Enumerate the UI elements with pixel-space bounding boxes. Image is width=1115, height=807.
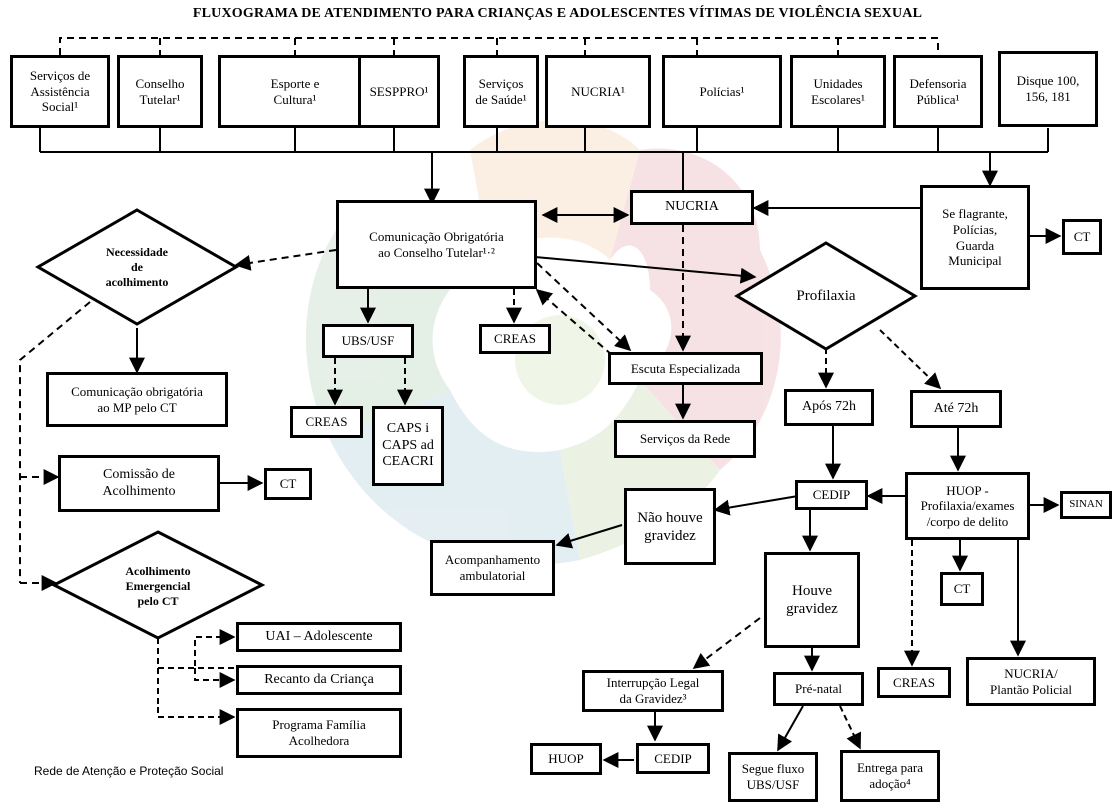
node-conselho-tutelar: Conselho Tutelar¹ [117,55,203,128]
node-apos-72h: Após 72h [784,389,874,426]
node-sinan: SINAN [1060,491,1112,519]
node-creas-huop: CREAS [877,667,951,698]
node-nucria: NUCRIA [630,190,754,225]
label-acolhimento-emergencial: Acolhimento Emergencial pelo CT [125,563,191,608]
node-policias: Polícias¹ [662,55,782,128]
node-segue-fluxo-ubs: Segue fluxo UBS/USF [728,752,818,802]
node-interrupcao-legal-gravidez: Interrupção Legal da Gravidez³ [582,670,724,712]
node-comunicacao-mp: Comunicação obrigatória ao MP pelo CT [46,372,228,427]
node-entrega-adocao: Entrega para adoção⁴ [840,750,940,802]
decision-necessidade-acolhimento [34,208,240,326]
decision-profilaxia [734,241,918,351]
node-sesppro: SESPPRO¹ [358,55,440,128]
node-servicos-saude: Serviços de Saúde¹ [463,55,539,128]
node-comunicacao-conselho-tutelar: Comunicação Obrigatória ao Conselho Tute… [336,200,537,289]
node-huop-profilaxia: HUOP - Profilaxia/exames /corpo de delit… [905,472,1030,540]
node-ct-huop: CT [940,572,984,606]
node-esporte-cultura: Esporte e Cultura¹ [218,55,372,128]
node-escuta-especializada: Escuta Especializada [608,352,763,385]
node-flagrante-policias-guarda: Se flagrante, Polícias, Guarda Municipal [920,185,1030,290]
label-profilaxia: Profilaxia [796,287,856,304]
node-comissao-acolhimento: Comissão de Acolhimento [58,455,220,512]
footer-note: Rede de Atenção e Proteção Social [34,764,224,778]
decision-acolhimento-emergencial [50,530,266,640]
node-nucria-top: NUCRIA¹ [545,55,651,128]
label-necessidade-acolhimento: Necessidade de acolhimento [105,244,169,289]
flowchart-title: FLUXOGRAMA DE ATENDIMENTO PARA CRIANÇAS … [192,6,923,21]
node-uai-adolescente: UAI – Adolescente [236,622,402,652]
node-disque: Disque 100, 156, 181 [998,51,1098,127]
node-defensoria-publica: Defensoria Pública¹ [893,55,983,128]
node-servicos-assistencia-social: Serviços de Assistência Social¹ [10,55,110,128]
node-pre-natal: Pré-natal [773,672,864,706]
node-nao-houve-gravidez: Não houve gravidez [624,488,716,565]
node-caps-ceacri: CAPS i CAPS ad CEACRI [372,406,444,486]
top-bus-drops [39,128,1049,152]
node-creas-center: CREAS [479,324,551,354]
top-dashed-drops [159,38,839,55]
node-cedip: CEDIP [795,480,868,510]
node-creas-ubs: CREAS [290,406,363,438]
node-houve-gravidez: Houve gravidez [764,552,860,648]
node-nucria-plantao-policial: NUCRIA/ Plantão Policial [966,657,1096,706]
node-ct-comissao: CT [264,468,312,500]
node-recanto-crianca: Recanto da Criança [236,665,402,695]
node-ubs-usf: UBS/USF [322,324,414,358]
node-unidades-escolares: Unidades Escolares¹ [790,55,886,128]
node-huop-bottom: HUOP [530,743,602,775]
node-servicos-da-rede: Serviços da Rede [614,420,756,458]
node-programa-familia-acolhedora: Programa Família Acolhedora [236,708,402,758]
node-cedip-bottom: CEDIP [636,743,710,774]
node-ate-72h: Até 72h [910,390,1002,428]
top-dashed-link [59,37,939,55]
node-ct-flagrante: CT [1062,219,1102,255]
node-acompanhamento-ambulatorial: Acompanhamento ambulatorial [430,540,555,596]
